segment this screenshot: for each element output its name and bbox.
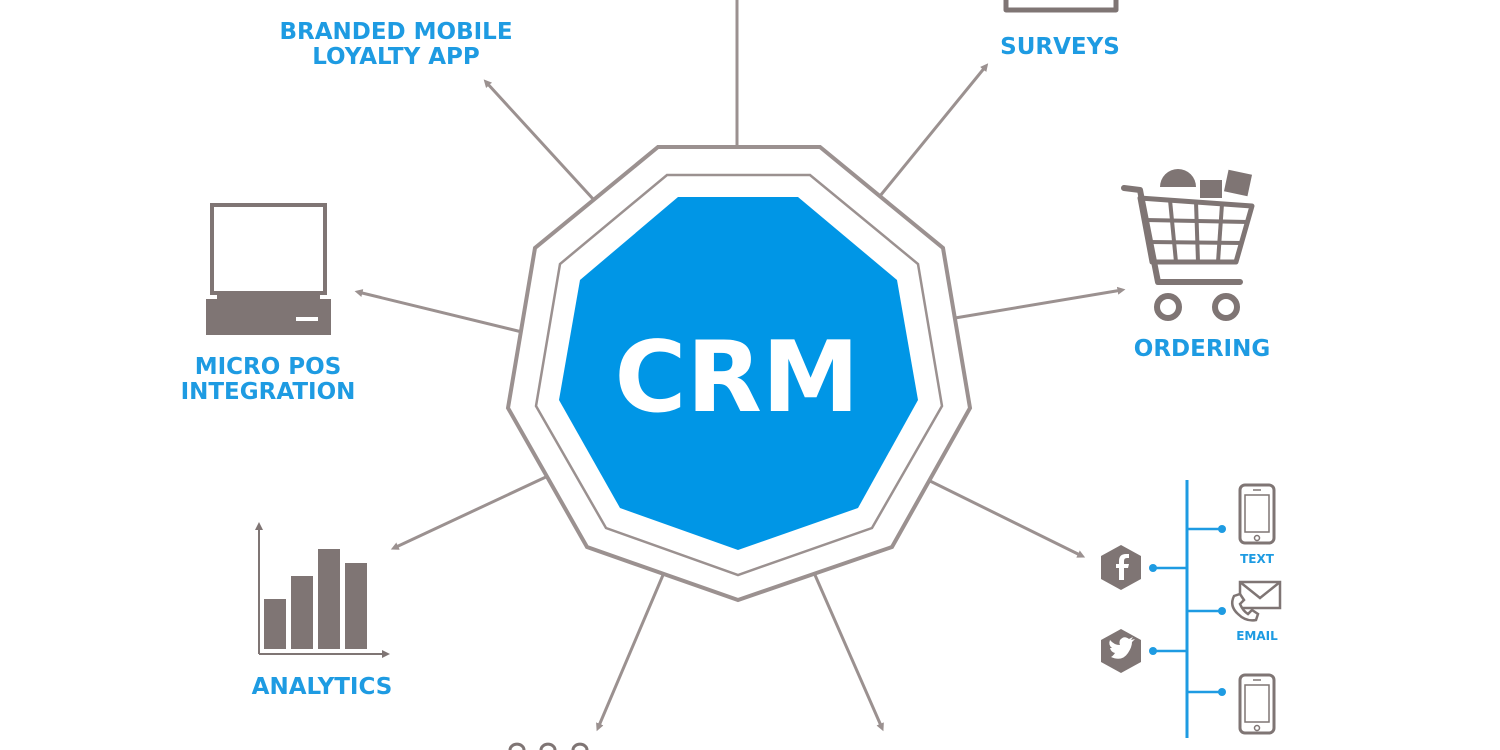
email-channel-label: EMAIL <box>1236 629 1278 643</box>
loyalty-app-label-line1: BRANDED MOBILE <box>279 19 512 45</box>
arrow-bottom-left <box>596 574 665 732</box>
micro-pos-label-line1: MICRO POS <box>195 354 342 380</box>
arrow-analytics <box>390 474 549 550</box>
node-micro-pos: MICRO POS INTEGRATION <box>181 203 356 405</box>
smartphone-icon <box>1238 483 1276 545</box>
smartphone-icon <box>1238 673 1276 735</box>
clipboard-icon <box>1003 0 1119 13</box>
arrow-surveys <box>878 63 989 197</box>
twitter-icon <box>1101 629 1141 673</box>
email-icon <box>1230 580 1282 622</box>
partial-bottom-icon <box>508 742 589 750</box>
connectors <box>354 0 1126 732</box>
node-analytics: ANALYTICS <box>252 522 393 700</box>
arrow-micro-pos <box>354 289 523 334</box>
arrow-ordering <box>954 286 1126 320</box>
bar-chart-icon <box>255 522 390 658</box>
hub-label: CRM <box>615 321 860 435</box>
hub-core <box>559 197 918 550</box>
node-loyalty-app: BRANDED MOBILE LOYALTY APP <box>279 19 512 70</box>
node-surveys: SURVEYS <box>1000 0 1120 60</box>
surveys-label: SURVEYS <box>1000 34 1120 60</box>
crm-hub: CRM <box>505 145 973 603</box>
analytics-label: ANALYTICS <box>252 674 393 700</box>
micro-pos-label-line2: INTEGRATION <box>181 379 356 405</box>
loyalty-app-label-line2: LOYALTY APP <box>312 44 480 70</box>
shopping-cart-icon <box>1121 169 1255 321</box>
arrow-channels <box>927 478 1086 558</box>
monitor-icon <box>206 203 331 335</box>
ordering-label: ORDERING <box>1134 336 1270 362</box>
node-channels: TEXT EMAIL <box>1101 480 1282 738</box>
arrow-bottom-right <box>813 574 884 732</box>
node-ordering: ORDERING <box>1121 169 1270 362</box>
text-channel-label: TEXT <box>1240 552 1275 566</box>
arrow-loyalty-app <box>483 79 596 202</box>
facebook-icon <box>1101 545 1141 590</box>
